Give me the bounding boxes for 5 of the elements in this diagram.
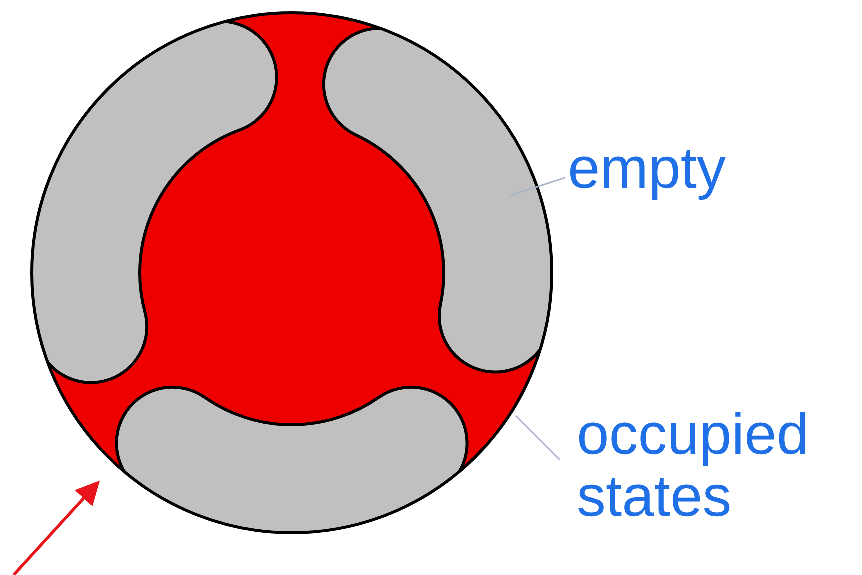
region-label: occupied states: [577, 404, 847, 528]
leader-line: [510, 177, 566, 197]
leader-line: [515, 415, 561, 461]
arrow: [12, 480, 100, 575]
region-label: empty: [568, 138, 828, 200]
